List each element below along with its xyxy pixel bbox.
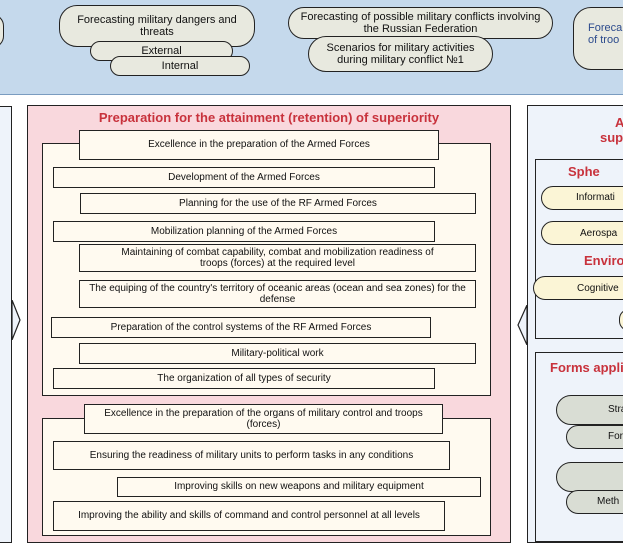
forecast-right-line1: Foreca — [588, 22, 623, 34]
scenarios-box: Scenarios for military activities during… — [308, 36, 493, 72]
group2-item: Ensuring the readiness of military units… — [53, 441, 450, 470]
internal-box: Internal — [110, 56, 250, 76]
left-panel — [0, 106, 12, 543]
group1-item: Mobilization planning of the Armed Force… — [53, 221, 435, 242]
forms-frame — [535, 352, 623, 542]
group1-item: Maintaining of combat capability, combat… — [79, 244, 476, 272]
preparation-title: Preparation for the attainment (retentio… — [98, 109, 440, 125]
group1-header: Excellence in the preparation of the Arm… — [79, 130, 439, 160]
forms-item: Meth — [566, 490, 623, 514]
right-title-line1: A — [615, 115, 623, 130]
spheres-frame — [535, 159, 623, 339]
forms-item: For — [566, 425, 623, 449]
left-arrow-icon — [12, 300, 21, 340]
group1-item: Planning for the use of the RF Armed For… — [80, 193, 476, 214]
spheres-title: Sphe — [568, 164, 600, 179]
forms-extra-pill — [556, 462, 623, 492]
group1-item: Development of the Armed Forces — [53, 167, 435, 188]
environment-item: Cognitive — [533, 276, 623, 300]
group2-item: Improving skills on new weapons and mili… — [117, 477, 481, 497]
sphere-item: Informati — [541, 186, 623, 210]
group2-item: Improving the ability and skills of comm… — [53, 501, 445, 531]
forms-title: Forms appli — [550, 360, 623, 375]
sphere-item: Aerospa — [541, 221, 623, 245]
group1-item: Military-political work — [79, 343, 476, 364]
forecast-conflicts-box: Forecasting of possible military conflic… — [288, 7, 553, 39]
group2-header: Excellence in the preparation of the org… — [84, 404, 443, 434]
group1-item: Preparation of the control systems of th… — [51, 317, 431, 338]
forms-item: Stra — [556, 395, 623, 425]
right-title-line2: sup — [600, 130, 623, 145]
right-title: A sup — [600, 115, 623, 145]
forecast-right-box: Foreca of troo — [573, 7, 623, 70]
forecast-dangers-box: Forecasting military dangers and threats — [59, 5, 255, 47]
environment-title: Enviro — [584, 253, 623, 268]
group1-item: The equiping of the country's territory … — [79, 280, 476, 308]
group1-item: The organization of all types of securit… — [53, 368, 435, 389]
forecast-right-line2: of troo — [588, 34, 620, 46]
